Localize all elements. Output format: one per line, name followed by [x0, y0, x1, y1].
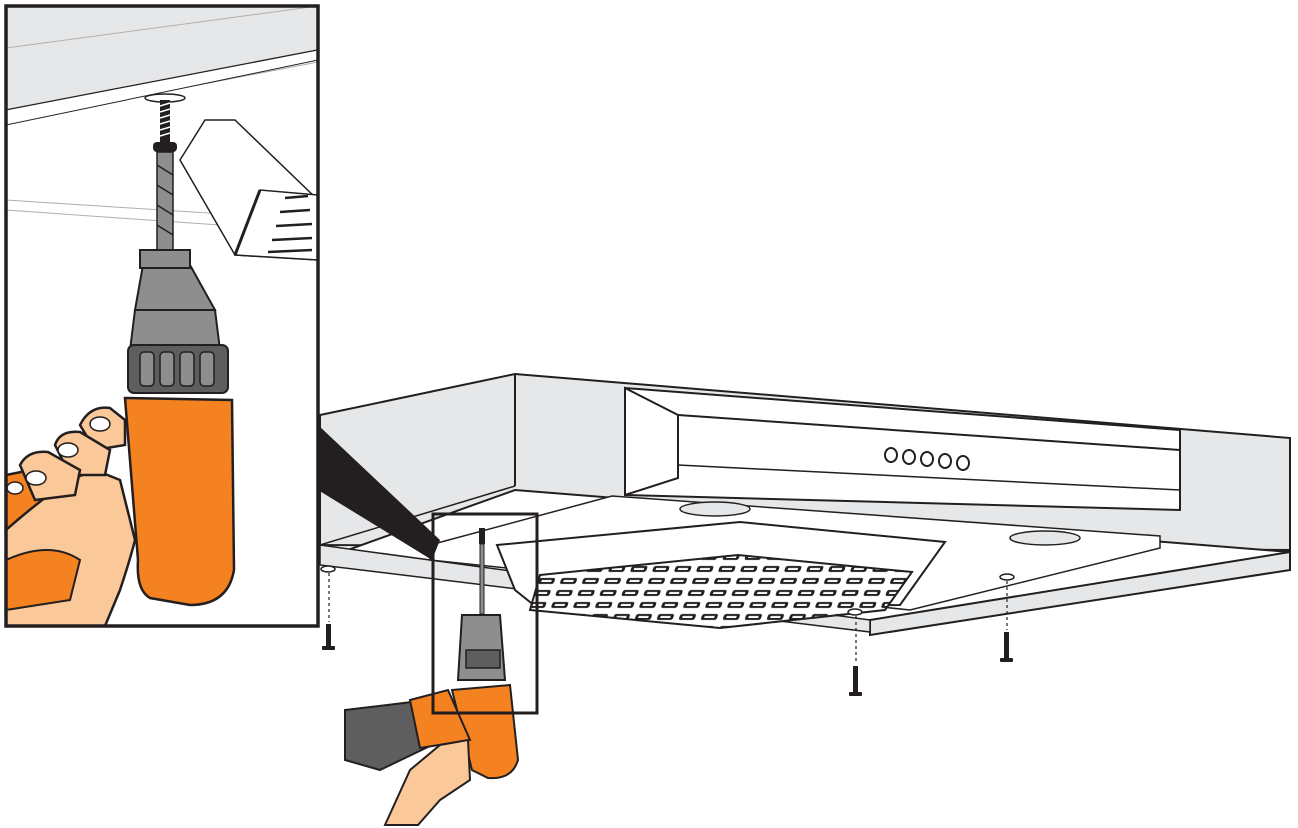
grease-filter-icon	[528, 553, 914, 630]
control-buttons	[884, 447, 970, 471]
screw-icon	[322, 624, 1013, 696]
drill-icon	[344, 528, 520, 826]
screw-guide-lines	[328, 573, 1008, 664]
zoom-detail-icon	[4, 4, 320, 628]
